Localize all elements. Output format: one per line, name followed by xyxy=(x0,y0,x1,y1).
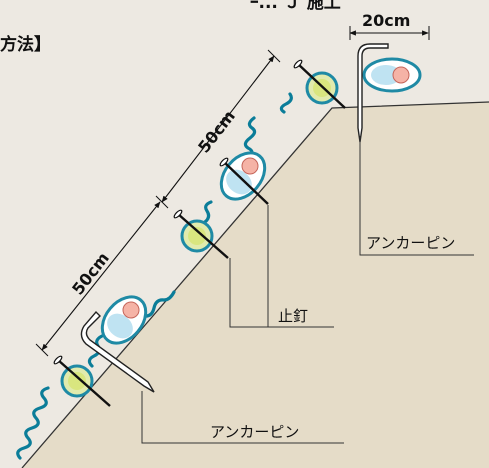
anchor-pin-upper xyxy=(357,43,389,143)
lower-spacing-label: 50cm xyxy=(68,249,113,299)
dimension-line-lower xyxy=(41,201,161,351)
title-fragment: ｰ... Ｊ 施工 xyxy=(250,0,341,13)
dimension-line-upper xyxy=(161,55,275,203)
seed-capsule-top xyxy=(362,57,422,93)
seed-ball-2 xyxy=(180,219,214,253)
anchor-pin-upper-label: アンカーピン xyxy=(366,234,455,252)
callout-leader-anchor-lower xyxy=(141,391,344,444)
stop-nail-2 xyxy=(219,157,269,205)
anchor-pin-lower-label: アンカーピン xyxy=(210,423,299,441)
seed-capsule-lower xyxy=(100,295,148,345)
callout-leader-stop-nail xyxy=(229,258,334,328)
seed-ball-3 xyxy=(60,364,94,398)
stop-nail-4 xyxy=(53,355,111,407)
subtitle-fragment: 方法】 xyxy=(0,34,51,55)
upper-spacing-label: 50cm xyxy=(194,107,239,157)
anchor-pin-lower xyxy=(80,310,155,393)
stop-nail-label: 止釘 xyxy=(278,307,308,325)
stop-nail-3 xyxy=(173,209,229,259)
stop-nail-1 xyxy=(293,59,346,109)
pin-spacing-label: 20cm xyxy=(362,11,410,30)
seed-capsule-upper xyxy=(219,151,267,201)
callout-leader-anchor-upper xyxy=(359,136,474,256)
